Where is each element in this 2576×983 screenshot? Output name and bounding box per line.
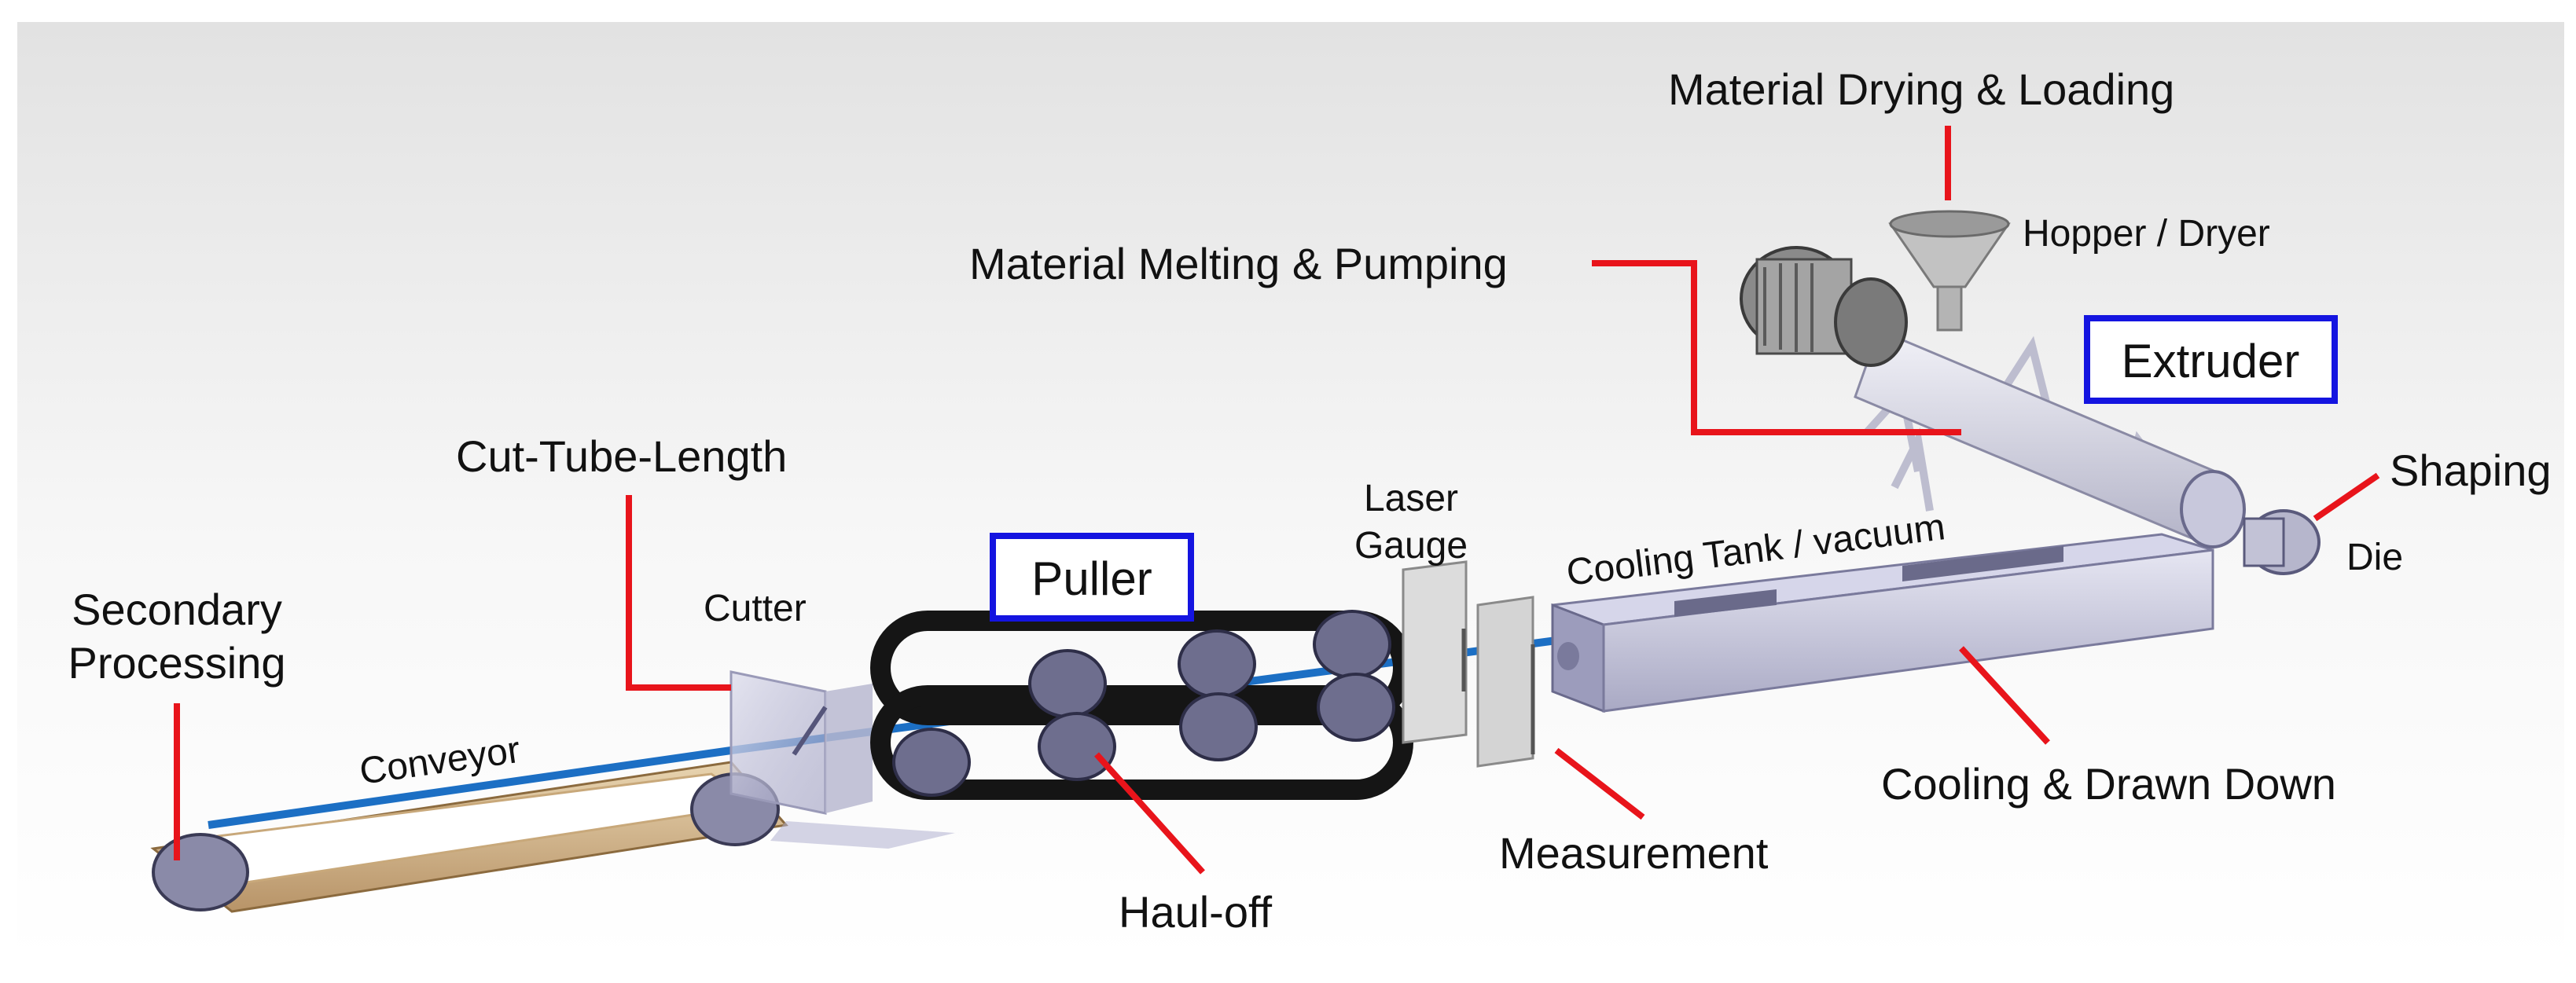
shaping-label: Shaping	[2390, 446, 2552, 495]
die-label: Die	[2346, 537, 2403, 578]
puller-label: Puller	[1031, 552, 1152, 605]
cut-tube-length-label: Cut-Tube-Length	[456, 431, 787, 481]
extruder-label: Extruder	[2122, 335, 2300, 387]
laser-gauge-machine	[1402, 560, 1535, 768]
cooling-drawn-down-label: Cooling & Drawn Down	[1881, 759, 2336, 809]
material-drying-loading-label: Material Drying & Loading	[1668, 64, 2174, 114]
laser-gauge-label-line2: Gauge	[1354, 525, 1468, 567]
haul-off-label: Haul-off	[1119, 887, 1273, 937]
cutter-machine	[729, 670, 955, 849]
leader-cut-tube-length	[626, 495, 731, 691]
laser-gauge-label-line1: Laser	[1364, 478, 1458, 519]
extruder-label-box: Extruder	[2084, 315, 2338, 404]
material-melting-pumping-label: Material Melting & Pumping	[969, 239, 1508, 288]
leader-haul-off	[1094, 752, 1205, 875]
secondary-processing-label-line2: Processing	[68, 638, 285, 688]
secondary-processing-label-line1: Secondary	[72, 585, 282, 634]
extruder-machine	[1740, 210, 2321, 575]
leader-shaping	[2313, 472, 2380, 522]
puller-label-box: Puller	[990, 533, 1194, 622]
leader-measurement	[1554, 747, 1645, 820]
cooling-tank-machine	[1551, 533, 2214, 713]
hopper-dryer-label: Hopper / Dryer	[2023, 213, 2270, 255]
leader-material-melting	[1592, 260, 1961, 435]
measurement-label: Measurement	[1499, 828, 1769, 878]
puller-machine	[870, 610, 1413, 800]
cutter-label: Cutter	[704, 588, 807, 629]
leader-cooling-drawn-down	[1959, 646, 2050, 745]
